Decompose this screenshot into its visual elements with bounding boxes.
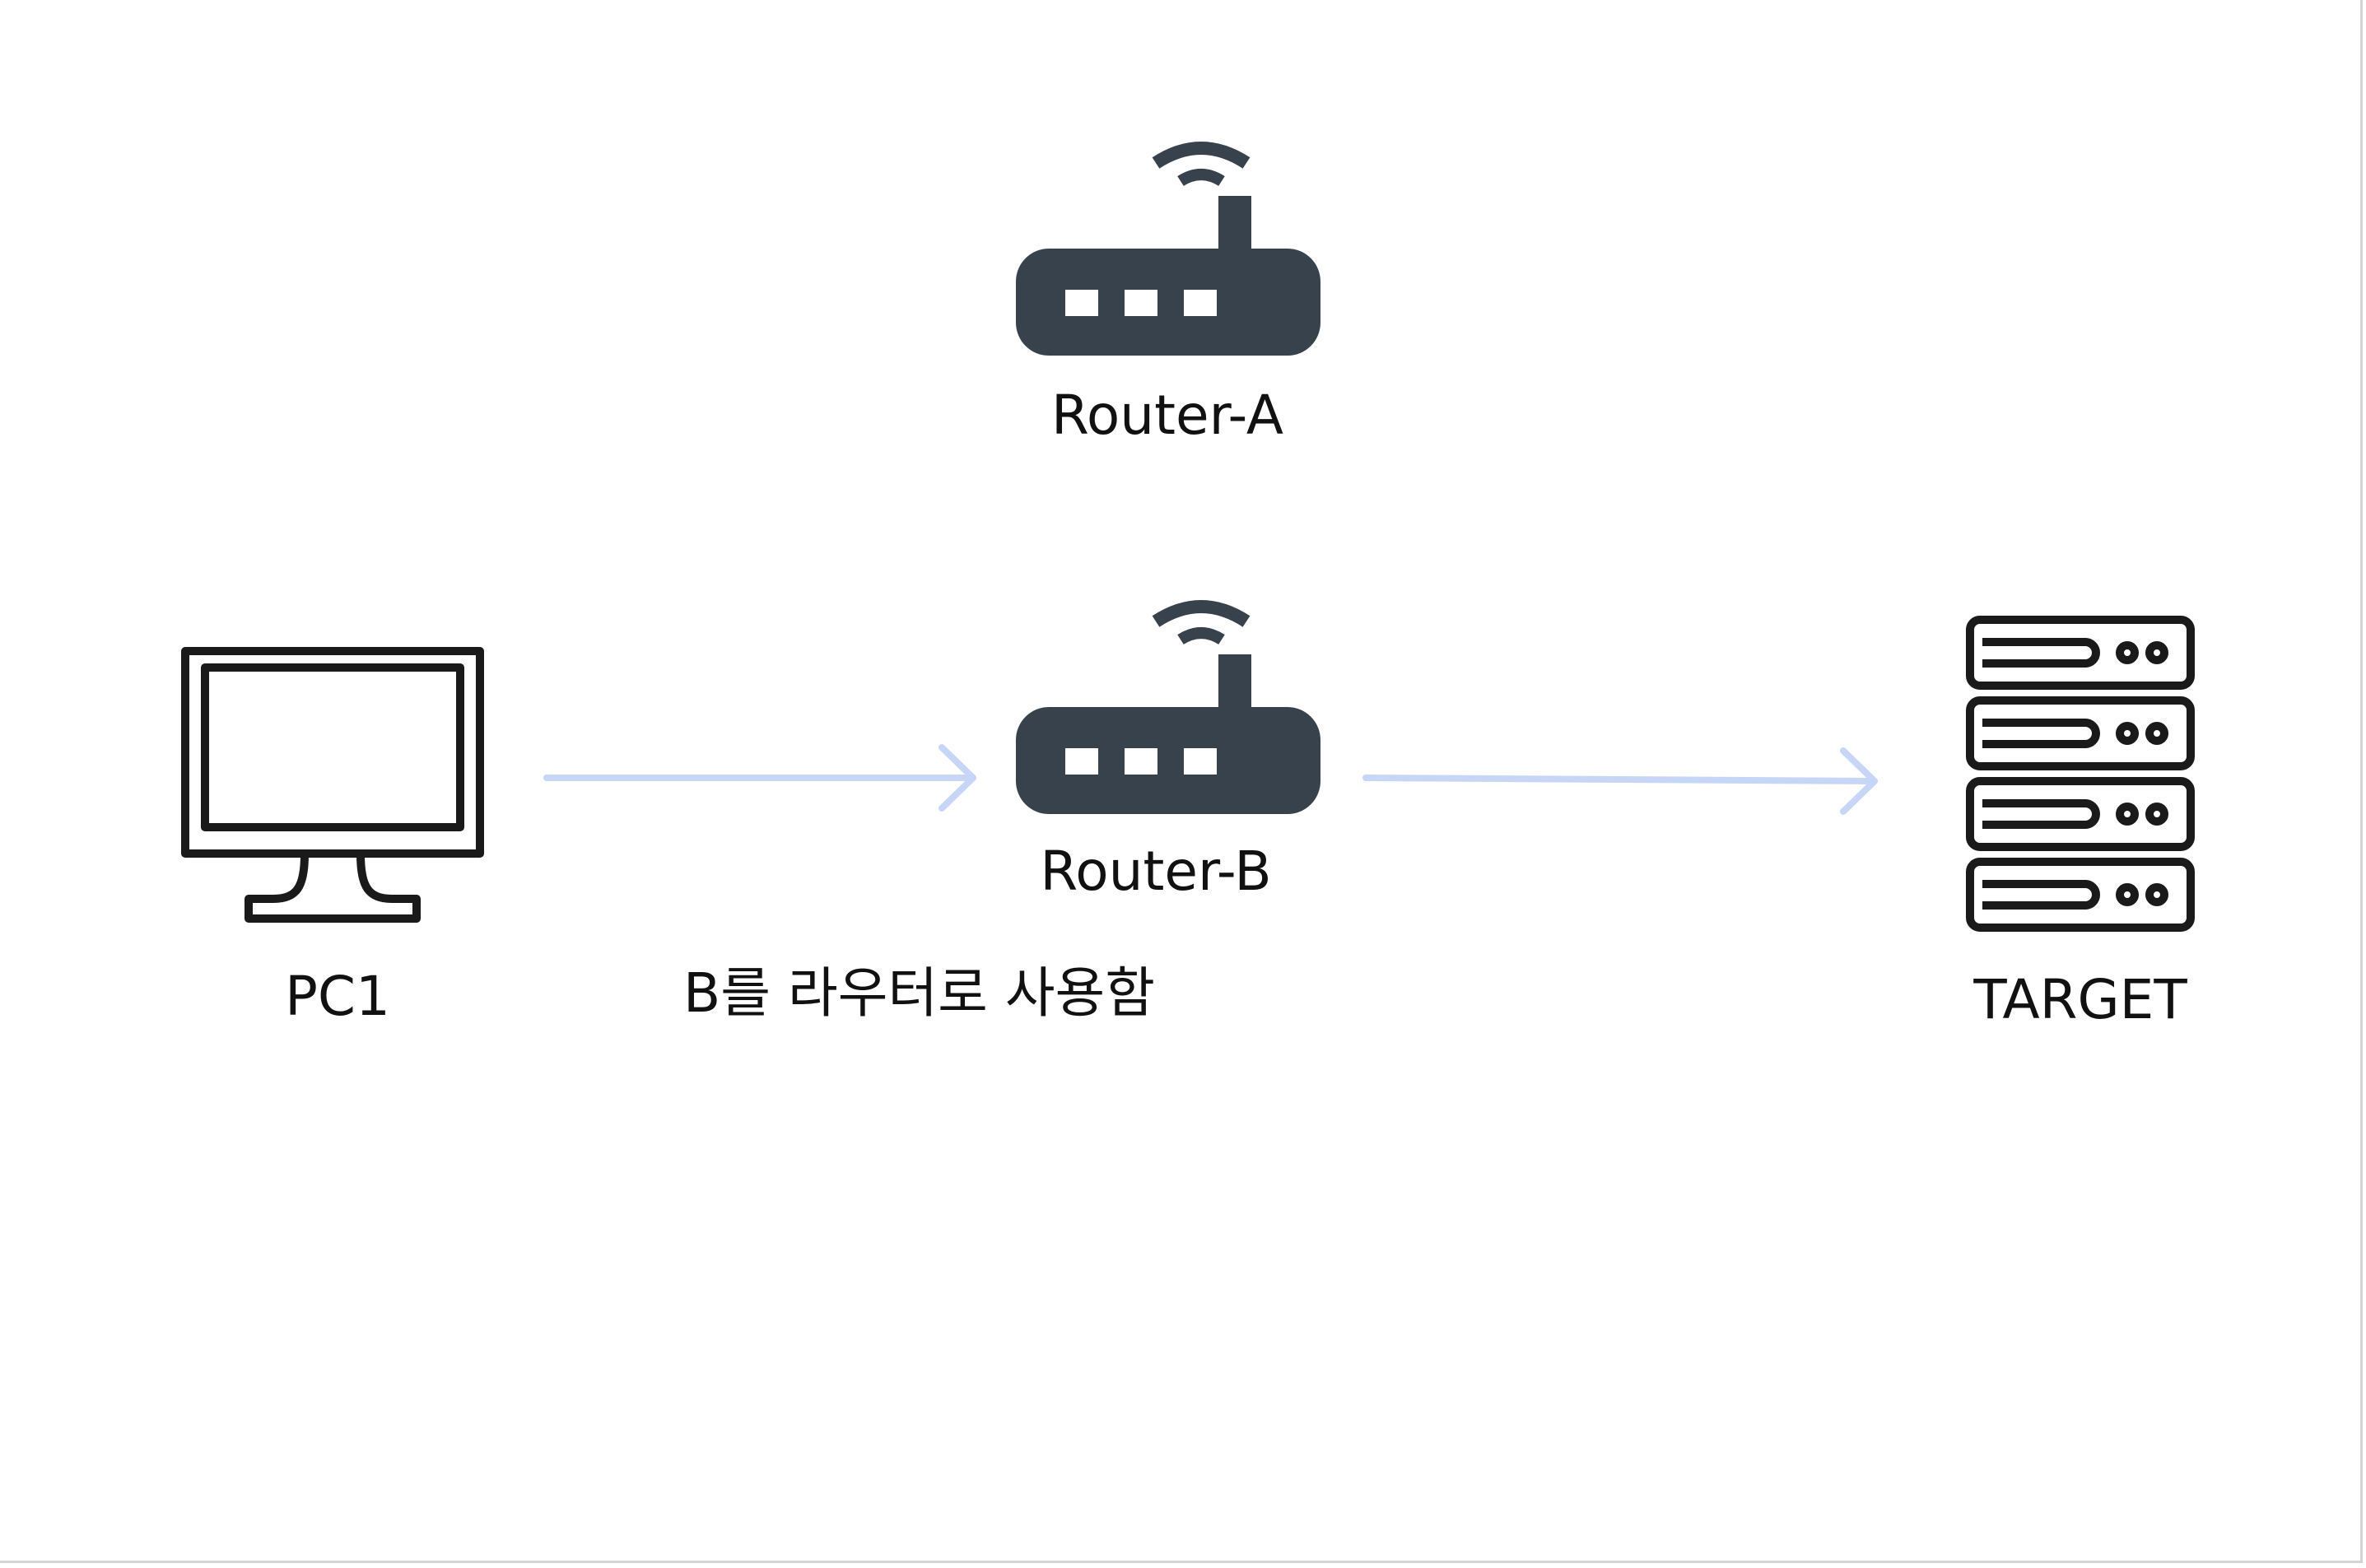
routing-note: B를 라우터로 사용함 bbox=[683, 961, 1155, 1025]
pc1-icon bbox=[181, 647, 484, 923]
router-b-icon bbox=[1016, 600, 1320, 814]
router-a-label: Router-A bbox=[1050, 384, 1284, 447]
pc1-label: PC1 bbox=[285, 965, 390, 1028]
router-a-icon bbox=[1016, 142, 1320, 356]
arrow-pc1-to-router-b bbox=[543, 744, 976, 812]
target-icon bbox=[1966, 616, 2195, 932]
router-b-label: Router-B bbox=[1040, 840, 1272, 903]
target-label: TARGET bbox=[1973, 968, 2187, 1031]
arrow-router-b-to-target bbox=[1362, 747, 1878, 815]
